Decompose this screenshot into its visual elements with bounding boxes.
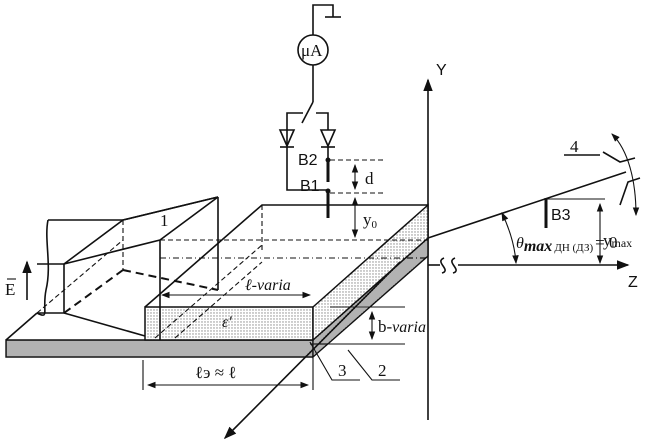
length-equivalent-label: ℓэ ≈ ℓ [195,363,236,382]
ymax-label: ymax [603,231,632,250]
b2-label: B2 [298,152,318,169]
e-field-label: E [5,280,15,299]
ammeter: μA [297,34,329,66]
antenna-number: 4 [570,137,579,156]
waveguide-number: 1 [160,211,169,230]
leader-2 [347,349,400,381]
substrate-number: 2 [378,361,387,380]
diode-left [278,129,327,191]
b1-label: B1 [300,178,320,195]
switch [286,65,329,145]
epsilon-label: ε′ [222,314,232,331]
x-axis [223,261,401,440]
ammeter-label: μA [301,41,323,60]
theta-angle-arc [501,212,519,265]
rotation-arrow [611,133,640,217]
probe-b1: B1 [300,178,331,218]
y-axis-label: Y [436,62,447,79]
d-label: d [365,169,374,188]
receiving-antenna: 4 [564,133,641,217]
probe-b2: B2 [298,152,331,182]
diode-right [319,129,337,160]
beam-direction-line [427,171,627,239]
length-varia-label: ℓ-varia [245,277,291,294]
z-axis-label: Z [628,274,638,291]
b3-label: B3 [551,207,571,224]
layer-number: 3 [338,361,347,380]
y0-label: y0 [363,210,378,231]
ground-symbol [312,4,341,35]
leader-3 [309,341,360,381]
height-varia-label: b-varia [378,317,426,336]
